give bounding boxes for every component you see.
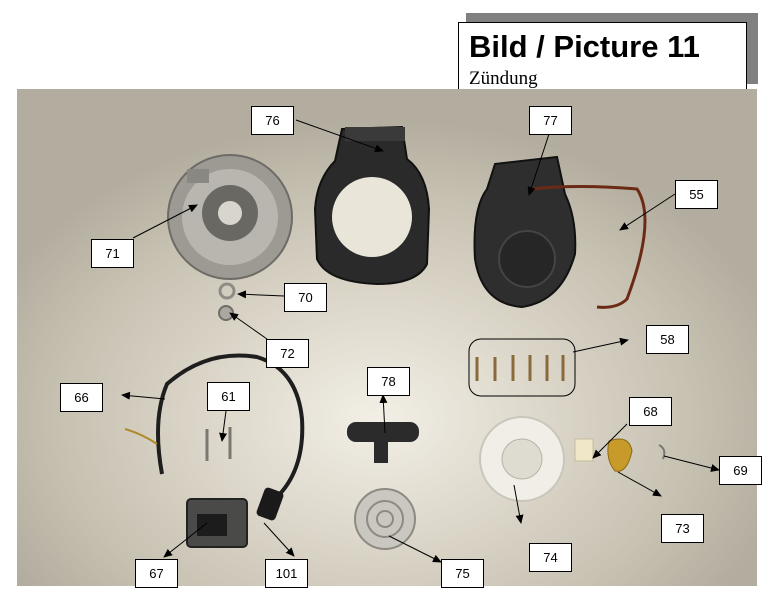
callout-69: 69 bbox=[719, 456, 762, 485]
arrow-71 bbox=[132, 204, 198, 239]
spark-plug-cap-part bbox=[256, 487, 284, 521]
arrow-77 bbox=[527, 133, 550, 196]
cam-part bbox=[607, 438, 633, 472]
picture-title: Bild / Picture 11 bbox=[469, 29, 700, 64]
callout-72: 72 bbox=[266, 339, 309, 368]
callout-68: 68 bbox=[629, 397, 672, 426]
callout-78: 78 bbox=[367, 367, 410, 396]
starter-housing-part bbox=[473, 155, 647, 309]
arrow-68 bbox=[592, 423, 628, 459]
callout-71: 71 bbox=[91, 239, 134, 268]
bolts-part bbox=[205, 427, 232, 461]
title-box: Bild / Picture 11 Zündung bbox=[458, 22, 747, 95]
arrow-69 bbox=[663, 455, 720, 472]
ignition-coil-part bbox=[186, 498, 248, 548]
callout-55: 55 bbox=[675, 180, 718, 209]
arrow-73 bbox=[617, 471, 662, 497]
arrow-72 bbox=[229, 312, 268, 340]
starter-handle-part bbox=[347, 422, 419, 463]
callout-67: 67 bbox=[135, 559, 178, 588]
callout-66: 66 bbox=[60, 383, 103, 412]
callout-101: 101 bbox=[265, 559, 308, 588]
callout-74: 74 bbox=[529, 543, 572, 572]
callout-61: 61 bbox=[207, 382, 250, 411]
arrow-74 bbox=[513, 484, 524, 524]
callout-76: 76 bbox=[251, 106, 294, 135]
picture-subtitle: Zündung bbox=[469, 68, 538, 89]
arrow-58 bbox=[572, 337, 629, 353]
washer-part bbox=[218, 282, 236, 300]
arrow-76 bbox=[295, 119, 384, 153]
callout-75: 75 bbox=[441, 559, 484, 588]
callout-73: 73 bbox=[661, 514, 704, 543]
callout-58: 58 bbox=[646, 325, 689, 354]
arrow-101 bbox=[263, 522, 295, 557]
screws-group-outline bbox=[468, 338, 576, 397]
callout-77: 77 bbox=[529, 106, 572, 135]
parts-photo bbox=[17, 89, 757, 586]
arrow-67 bbox=[163, 522, 208, 558]
arrow-78 bbox=[379, 394, 388, 434]
flywheel-part bbox=[167, 154, 293, 280]
arrow-55 bbox=[619, 193, 676, 231]
parts-illustration bbox=[124, 125, 666, 550]
clip-part bbox=[658, 444, 666, 460]
arrow-70 bbox=[237, 290, 285, 299]
screws-part bbox=[475, 355, 565, 381]
cable-wire-end bbox=[124, 428, 158, 445]
spring-part bbox=[354, 488, 416, 550]
arrow-75 bbox=[388, 535, 442, 563]
arrow-61 bbox=[219, 410, 228, 442]
arrow-66 bbox=[121, 391, 166, 400]
pulley-part bbox=[479, 416, 565, 502]
callout-70: 70 bbox=[284, 283, 327, 312]
ignition-cable-part bbox=[156, 353, 305, 499]
fan-housing-part bbox=[313, 125, 431, 286]
